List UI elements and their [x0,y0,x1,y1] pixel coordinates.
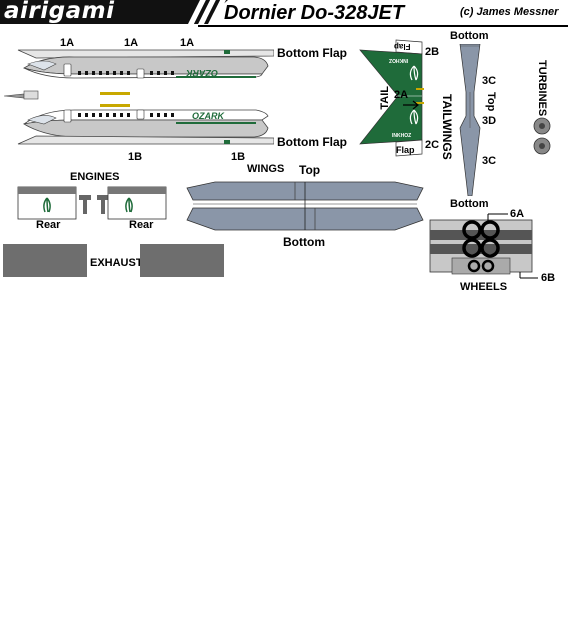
logo-text: airigami [4,0,115,24]
window-row [78,71,174,75]
tailwing-label-3c: 3C [482,155,497,167]
exhaust-part-left [3,244,87,277]
engine-rear-label: Rear [129,219,154,231]
tailwing-bottom-label: Bottom [450,198,489,210]
livery-text: OZARK [186,68,218,78]
engines-label: ENGINES [70,171,120,183]
flap-marker [224,50,230,54]
tailwing-label-3d: 3D [482,115,497,127]
door [136,109,145,120]
engine-logo-icon [43,197,51,213]
upper-fuselage-side [23,67,263,79]
wheels-label: WHEELS [460,281,508,293]
tail-small-text: INKHOZ [392,133,412,139]
header-rule [198,25,568,27]
tail-flap-label: Flap [394,42,411,51]
wheel-label-6a: 6A [510,208,525,220]
bottom-flap-label: Bottom Flap [277,46,347,60]
tail-label-2a: 2A [394,89,409,101]
fuselage-label-1a: 1A [60,37,75,49]
tail-label-2c: 2C [425,139,440,151]
arrow-icon [403,100,419,110]
tailwing-bottom-label: Bottom [450,30,489,42]
door [63,63,72,77]
tailwing-label-3c: 3C [482,75,497,87]
livery-stripe [176,76,256,78]
wings-top-label: Top [299,163,321,177]
wings-label: WINGS [247,163,285,175]
turbines-label: TURBINES [536,60,548,117]
window-row [78,113,174,117]
door [136,68,145,79]
tail-fin [359,49,423,145]
cockpit-window [27,115,57,125]
fuselage-label-1a: 1A [180,37,195,49]
turbine-discs [533,117,551,155]
fuselage-parts [4,49,274,145]
cockpit-window [27,60,57,71]
fuselage-label-1b: 1B [231,151,246,163]
header: airigami Dornier Do-328JET (c) James Mes… [0,0,568,28]
livery-text: OZARK [192,111,224,121]
flap-marker [224,140,230,144]
logo-stripes [188,0,226,24]
tail-logo-icon [409,65,419,81]
tailwing-top-label: Top [485,92,497,112]
bottom-flap-label: Bottom Flap [277,135,347,149]
tail-logo-icon [409,109,419,125]
wheel-parts [429,213,538,279]
engine-parts [17,186,167,220]
wing-parts [186,181,424,231]
fuselage-top-flap [17,49,274,59]
upper-fuselage-top [23,56,269,75]
nose-probe [4,93,25,99]
wings-bottom-label: Bottom [283,235,325,249]
tail-part [359,39,424,157]
exhaust-part-right [140,244,224,277]
wing-stub-mark [100,92,130,95]
wheel-label-6b: 6B [541,272,556,284]
tail-small-text: INKHOZ [389,57,409,63]
livery-stripe [176,122,256,124]
credit-text: (c) James Messner [460,6,559,18]
tail-label-2b: 2B [425,46,440,58]
exhaust-label: EXHAUST [90,257,143,269]
fuselage-label-1b: 1B [128,151,143,163]
nose-tip [23,90,39,100]
page-title: Dornier Do-328JET [224,2,405,24]
tailwing-part [459,44,481,196]
tail-label: TAIL [379,86,391,110]
fuselage-bottom-flap [17,135,274,145]
tailwings-label: TAILWINGS [440,94,454,160]
tail-flap-label: Flap [396,145,415,155]
door [63,109,72,123]
engine-rear-label: Rear [36,219,61,231]
tail-flap-bottom [395,139,423,157]
wing-stub-mark [100,104,130,107]
engine-logo-icon [125,197,133,213]
fuselage-label-1a: 1A [124,37,139,49]
